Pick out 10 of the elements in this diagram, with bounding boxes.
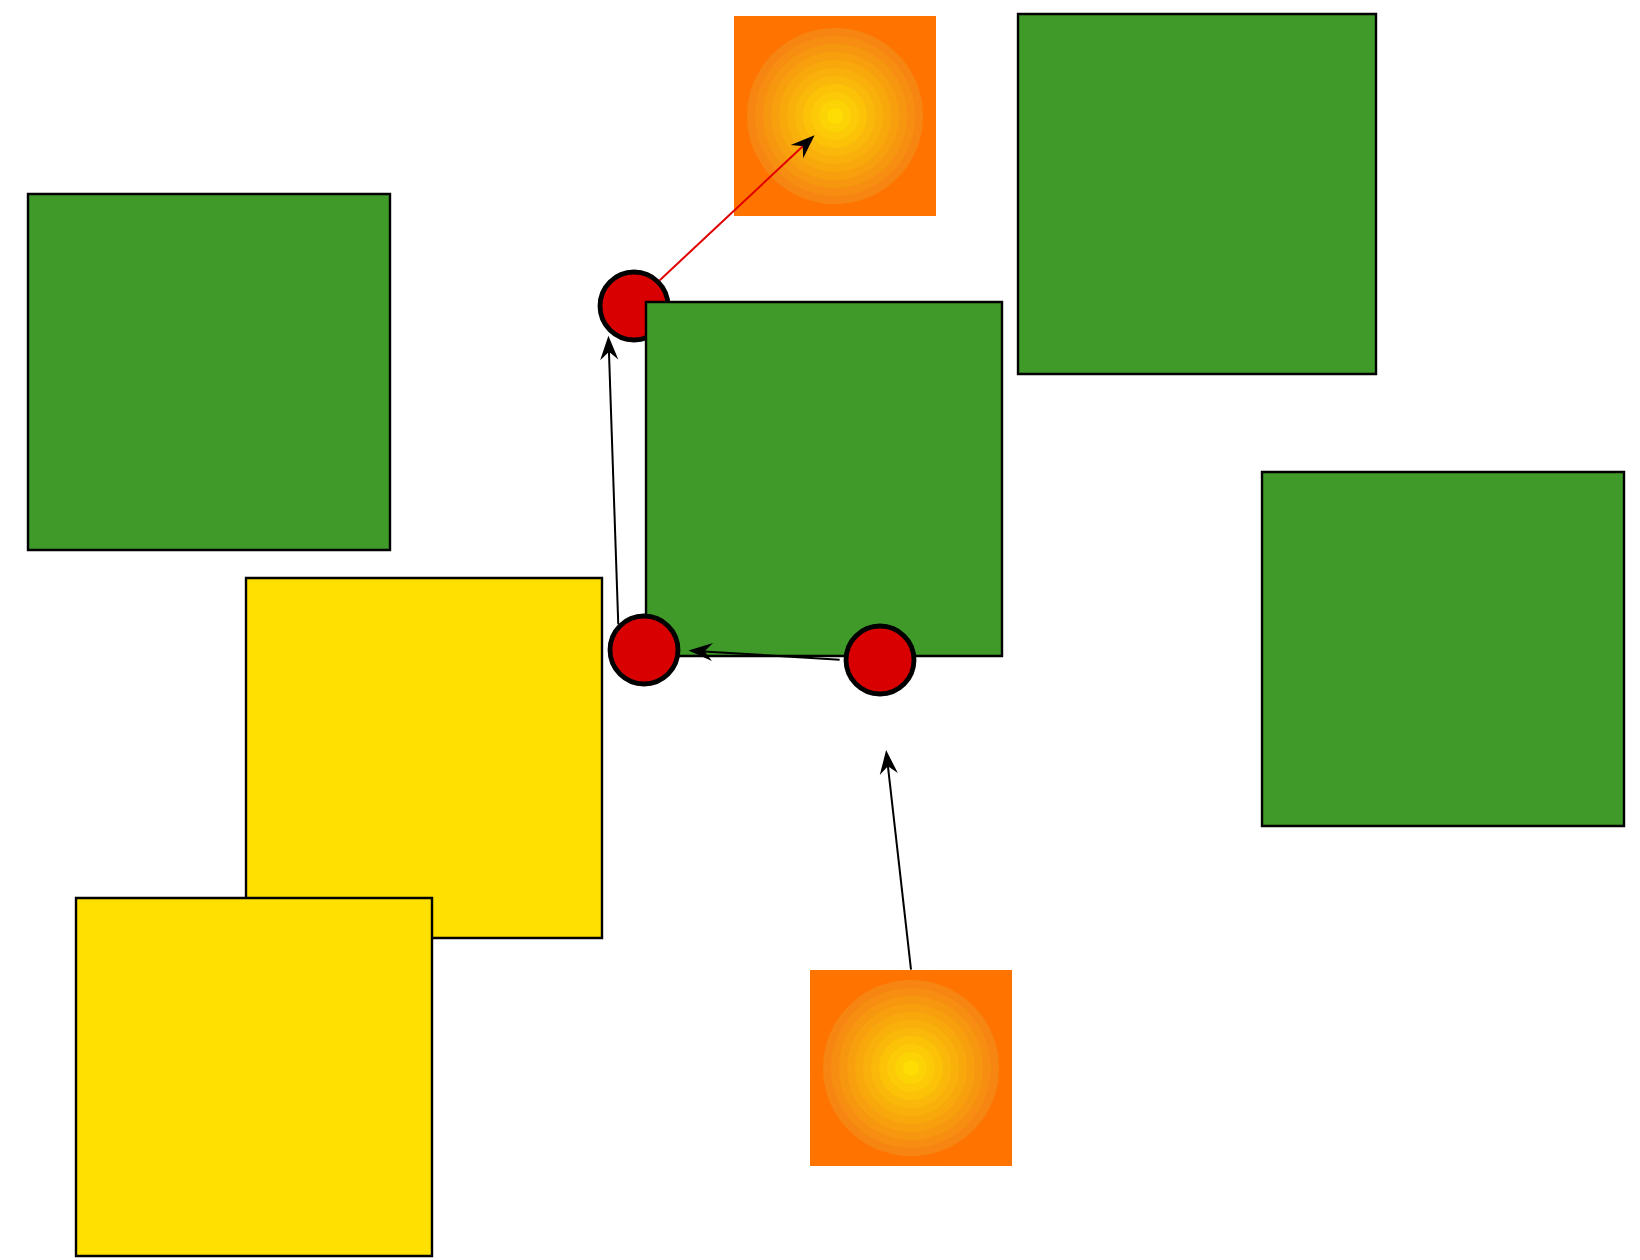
square: [26, 192, 392, 552]
glowing-square: [810, 970, 1012, 1166]
ball: [843, 623, 917, 697]
square: [244, 576, 604, 940]
ball: [607, 613, 681, 687]
glowing-square: [734, 16, 936, 216]
square: [1260, 470, 1626, 828]
square: [74, 896, 434, 1258]
square: [644, 300, 1004, 658]
square: [1016, 12, 1378, 376]
